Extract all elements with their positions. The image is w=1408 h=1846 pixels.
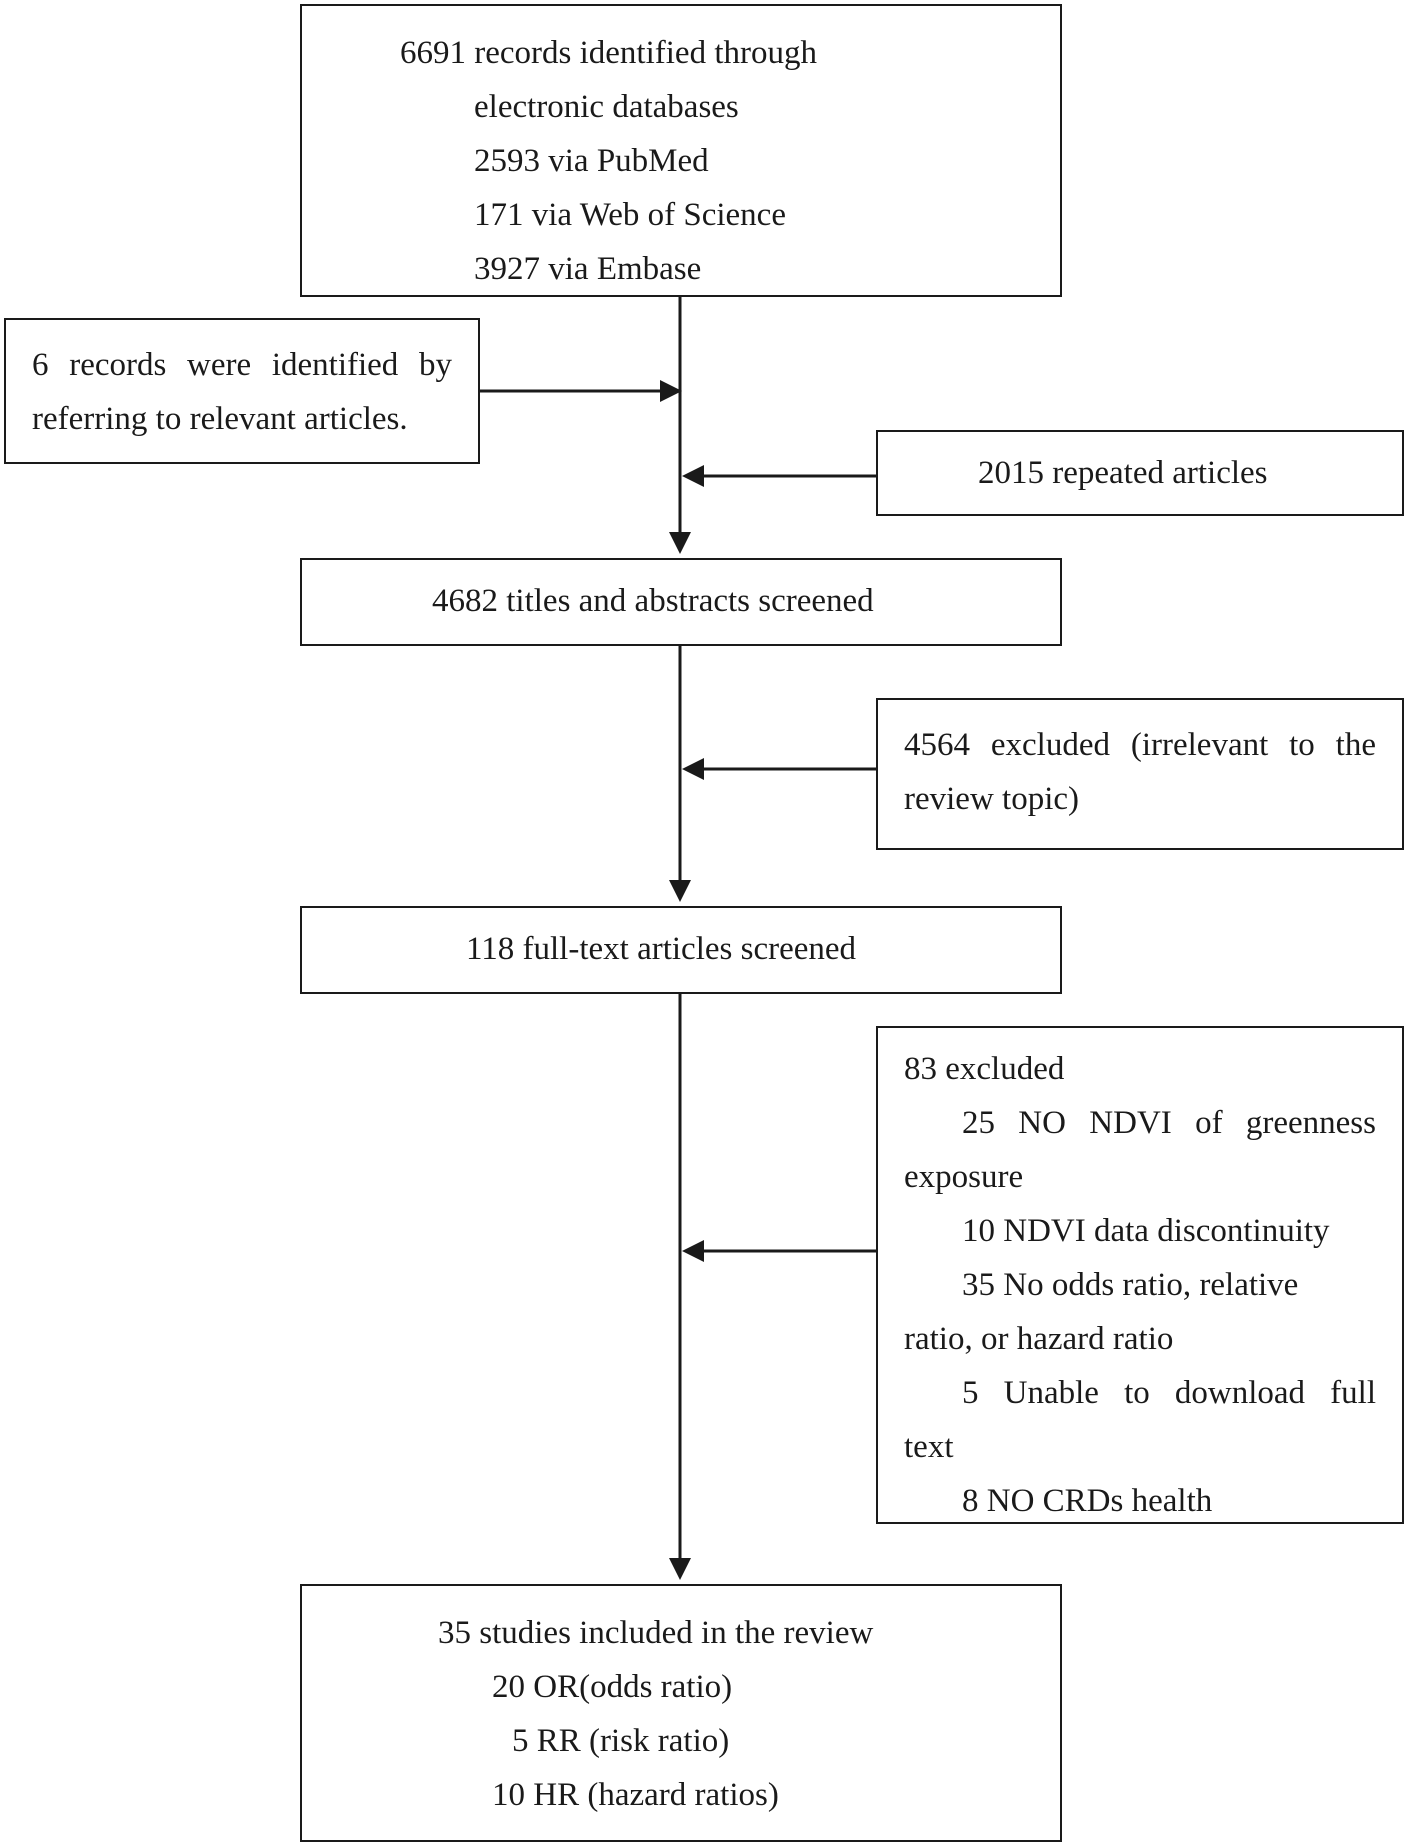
arrowhead-fulltext bbox=[669, 880, 691, 902]
records-line-1: 6691 records identified through bbox=[400, 35, 817, 71]
arrowhead-duplicates bbox=[682, 465, 704, 487]
screened-line-1: 4682 titles and abstracts screened bbox=[432, 583, 874, 619]
excluded-fulltext-line-3: exposure bbox=[904, 1159, 1024, 1195]
excluded-fulltext-box: 83 excluded 25 NO NDVI of greenness expo… bbox=[876, 1026, 1404, 1524]
included-box: 35 studies included in the review 20 OR(… bbox=[300, 1584, 1062, 1842]
included-line-2: 20 OR(odds ratio) bbox=[492, 1669, 733, 1705]
screened-box: 4682 titles and abstracts screened bbox=[300, 558, 1062, 646]
excluded-fulltext-line-6: ratio, or hazard ratio bbox=[904, 1321, 1174, 1357]
fulltext-line-1: 118 full-text articles screened bbox=[466, 931, 857, 967]
arrowhead-included bbox=[669, 1558, 691, 1580]
included-line-1: 35 studies included in the review bbox=[438, 1615, 874, 1651]
included-line-4: 10 HR (hazard ratios) bbox=[492, 1777, 779, 1813]
records-identified-box: 6691 records identified through electron… bbox=[300, 4, 1062, 297]
records-line-4: 171 via Web of Science bbox=[474, 197, 786, 233]
other-sources-box: 6 records were identified by referring t… bbox=[4, 318, 480, 464]
other-sources-line-2: referring to relevant articles. bbox=[32, 401, 408, 437]
fulltext-box: 118 full-text articles screened bbox=[300, 906, 1062, 994]
excluded-screening-box: 4564 excluded (irrelevant to the review … bbox=[876, 698, 1404, 850]
other-sources-line-1: 6 records were identified by bbox=[32, 347, 452, 383]
excluded-screening-line-1: 4564 excluded (irrelevant to the bbox=[904, 727, 1376, 763]
arrowhead-other-sources bbox=[660, 380, 682, 402]
excluded-fulltext-line-1: 83 excluded bbox=[904, 1051, 1065, 1087]
duplicates-box: 2015 repeated articles bbox=[876, 430, 1404, 516]
arrowhead-excluded-screening bbox=[682, 758, 704, 780]
excluded-fulltext-line-9: 8 NO CRDs health bbox=[962, 1483, 1213, 1519]
arrowhead-screened bbox=[669, 532, 691, 554]
excluded-fulltext-line-7: 5 Unable to download full bbox=[962, 1375, 1376, 1411]
excluded-screening-line-2: review topic) bbox=[904, 781, 1080, 817]
arrowhead-excluded-fulltext bbox=[682, 1240, 704, 1262]
excluded-fulltext-line-2: 25 NO NDVI of greenness bbox=[962, 1105, 1376, 1141]
records-line-2: electronic databases bbox=[474, 89, 739, 125]
duplicates-line-1: 2015 repeated articles bbox=[978, 455, 1268, 491]
excluded-fulltext-line-8: text bbox=[904, 1429, 954, 1465]
excluded-fulltext-line-5: 35 No odds ratio, relative bbox=[962, 1267, 1299, 1303]
records-line-5: 3927 via Embase bbox=[474, 251, 702, 287]
records-line-3: 2593 via PubMed bbox=[474, 143, 709, 179]
included-line-3: 5 RR (risk ratio) bbox=[512, 1723, 730, 1759]
excluded-fulltext-line-4: 10 NDVI data discontinuity bbox=[962, 1213, 1330, 1249]
